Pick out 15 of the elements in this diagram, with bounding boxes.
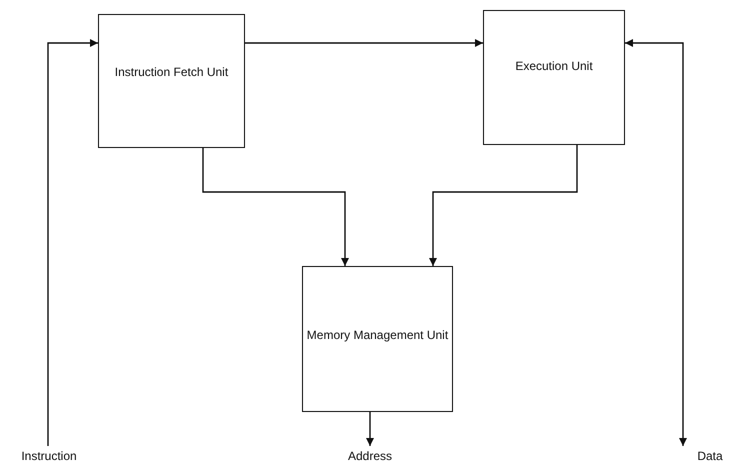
unit-label: Memory Management Unit xyxy=(306,328,448,344)
unit-box xyxy=(483,10,625,145)
arrow xyxy=(625,39,687,446)
signal-label: Address xyxy=(348,450,392,463)
arrow xyxy=(202,148,349,266)
unit-box xyxy=(302,266,453,412)
signal-label: Instruction xyxy=(21,450,77,463)
signal-label: Data xyxy=(697,450,723,463)
arrow xyxy=(47,39,98,446)
arrow xyxy=(429,145,578,266)
arrow xyxy=(366,412,374,446)
unit-label: Execution Unit xyxy=(515,60,593,75)
arrow xyxy=(245,39,483,47)
unit-box xyxy=(98,14,245,148)
unit-label: Instruction Fetch Unit xyxy=(114,66,228,80)
